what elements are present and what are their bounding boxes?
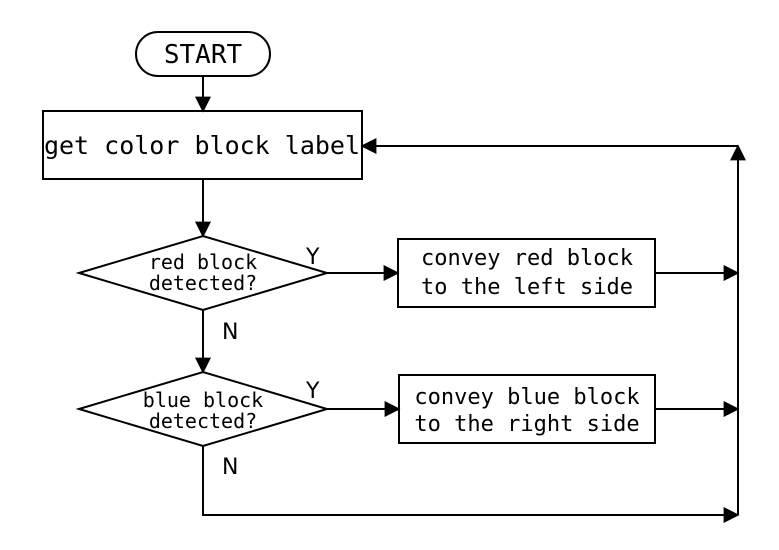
red-decision-line-2: detected? [149, 271, 257, 295]
blue-decision-line-1: blue block [143, 388, 263, 412]
connector-blue-no [202, 446, 740, 523]
start-label: START [164, 40, 243, 70]
red-yes-label: Y [305, 245, 320, 270]
blue-decision-line-2: detected? [149, 409, 257, 433]
red-action-line-2: to the left side [421, 275, 633, 300]
get-label-process [42, 110, 363, 180]
red-action-line-1: convey red block [421, 246, 633, 271]
blue-action-line-1: convey blue block [414, 385, 639, 410]
blue-action-line-2: to the right side [414, 412, 639, 437]
blue-no-label: N [222, 455, 238, 480]
blue-yes-label: Y [305, 379, 320, 404]
get-label-text: get color block label [44, 131, 360, 160]
red-no-label: N [222, 320, 238, 345]
red-decision-line-1: red block [149, 250, 257, 274]
